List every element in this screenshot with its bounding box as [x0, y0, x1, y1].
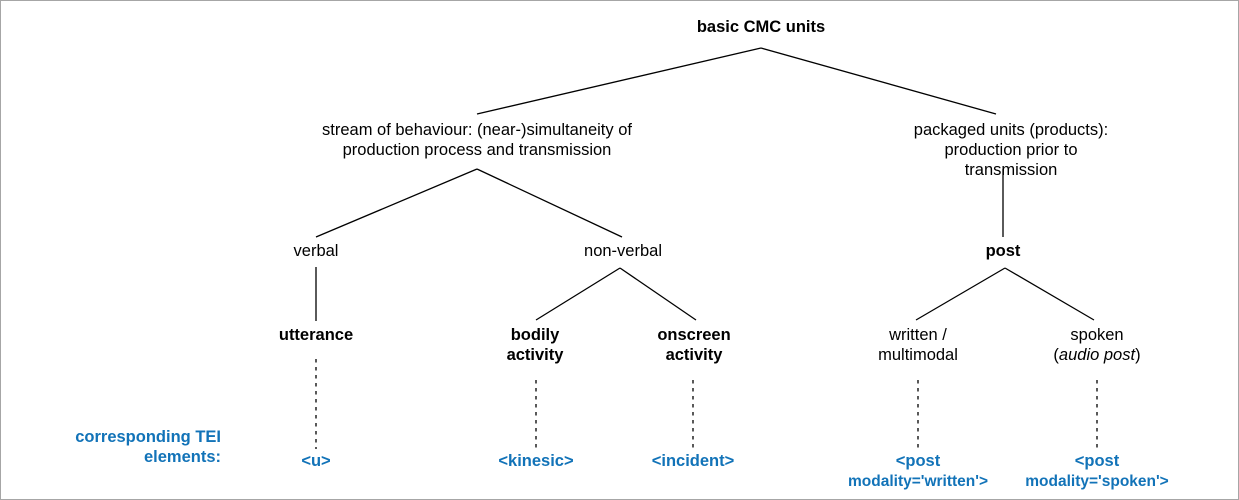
node-packaged-units: packaged units (products): production pr…	[913, 121, 1109, 180]
node-spoken-paren-close: )	[1135, 346, 1141, 365]
node-bodily-activity: bodily activity	[506, 326, 564, 365]
node-basic-cmc-units: basic CMC units	[696, 18, 826, 36]
node-post: post	[985, 242, 1021, 260]
tei-element-kinesic: <kinesic>	[498, 452, 574, 470]
node-onscreen-activity: onscreen activity	[657, 326, 731, 365]
tei-post-written-attribute: modality='written'>	[847, 473, 989, 491]
edge-stream-to-verbal	[315, 168, 478, 238]
edge-root-to-stream	[476, 47, 762, 115]
node-spoken-audio-post: spoken (audio post)	[1053, 325, 1140, 365]
tei-post-spoken-attribute: modality='spoken'>	[1025, 473, 1169, 491]
node-spoken-paren-open: (	[1053, 346, 1059, 365]
tei-element-post-spoken: <post modality='spoken'>	[1025, 451, 1168, 492]
tei-element-u: <u>	[301, 452, 331, 470]
node-written-multimodal: written / multimodal	[878, 326, 958, 365]
node-verbal: verbal	[293, 242, 339, 260]
edge-nonverbal-to-onscreen	[619, 267, 697, 321]
node-utterance: utterance	[278, 326, 354, 344]
edge-post-to-written	[915, 267, 1006, 321]
node-audio-post-italic: audio post	[1058, 346, 1136, 365]
tei-post-written-tag: <post	[895, 452, 941, 470]
edge-root-to-packaged	[760, 47, 997, 115]
edge-nonverbal-to-bodily	[535, 267, 621, 321]
edge-stream-to-nonverbal	[476, 168, 623, 238]
edge-post-to-spoken	[1004, 267, 1095, 321]
legend-corresponding-tei-elements: corresponding TEI elements:	[75, 428, 221, 467]
node-stream-of-behaviour: stream of behaviour: (near-)simultaneity…	[322, 121, 632, 160]
tei-post-spoken-tag: <post	[1074, 452, 1120, 470]
node-non-verbal: non-verbal	[584, 242, 662, 260]
tei-element-incident: <incident>	[651, 452, 735, 470]
tei-element-post-written: <post modality='written'>	[848, 451, 988, 492]
node-spoken-label: spoken	[1070, 326, 1124, 344]
